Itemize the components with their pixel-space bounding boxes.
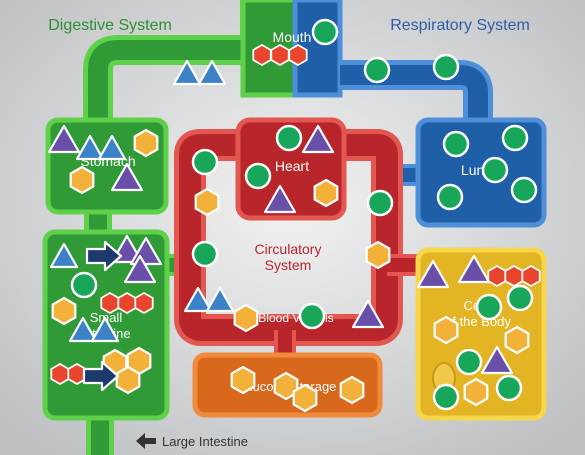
small-hexagon-icon xyxy=(521,265,541,287)
digestive-system-label: Digestive System xyxy=(48,17,172,34)
hexagon-icon xyxy=(194,187,220,217)
mouth-label: Mouth xyxy=(273,29,312,45)
oxygen-circle-icon xyxy=(455,348,483,376)
oxygen-circle-icon xyxy=(481,156,509,184)
oxygen-circle-icon xyxy=(298,302,326,330)
hexagon-icon xyxy=(292,383,318,413)
small-hexagon-icon xyxy=(50,363,70,385)
hexagon-icon xyxy=(115,365,141,395)
small-hexagon-icon xyxy=(487,265,507,287)
hexagon-icon xyxy=(463,377,489,407)
hexagon-icon xyxy=(504,325,530,355)
oxygen-circle-icon xyxy=(432,383,460,411)
hexagon-icon xyxy=(230,365,256,395)
respiratory-system-label: Respiratory System xyxy=(390,17,530,34)
oxygen-circle-icon xyxy=(501,124,529,152)
small-hexagon-icon xyxy=(288,44,308,66)
heart-label: Heart xyxy=(275,158,309,174)
oxygen-circle-icon xyxy=(363,56,391,84)
hexagon-icon xyxy=(365,240,391,270)
oxygen-circle-icon xyxy=(311,18,339,46)
circulatory-label-line1: Circulatory xyxy=(255,241,322,257)
small-hexagon-icon xyxy=(252,44,272,66)
hexagon-icon xyxy=(51,296,77,326)
hexagon-icon xyxy=(133,128,159,158)
small-intestine-label-line1: Small xyxy=(90,310,123,325)
hexagon-icon xyxy=(233,303,259,333)
large-intestine-arrow-icon xyxy=(136,433,156,449)
oxygen-circle-icon xyxy=(366,189,394,217)
oxygen-circle-icon xyxy=(244,162,272,190)
small-hexagon-icon xyxy=(117,292,137,314)
hexagon-icon xyxy=(339,375,365,405)
hexagon-icon xyxy=(313,178,339,208)
small-hexagon-icon xyxy=(504,265,524,287)
oxygen-circle-icon xyxy=(442,130,470,158)
oxygen-circle-icon xyxy=(506,284,534,312)
oxygen-circle-icon xyxy=(510,176,538,204)
circulatory-label-line2: System xyxy=(265,257,312,273)
oxygen-circle-icon xyxy=(495,374,523,402)
oxygen-circle-icon xyxy=(432,53,460,81)
oxygen-circle-icon xyxy=(436,183,464,211)
hexagon-icon xyxy=(69,165,95,195)
small-hexagon-icon xyxy=(270,44,290,66)
oxygen-circle-icon xyxy=(70,271,98,299)
small-hexagon-icon xyxy=(134,292,154,314)
large-intestine-label: Large Intestine xyxy=(162,434,248,449)
oxygen-circle-icon xyxy=(191,148,219,176)
oxygen-circle-icon xyxy=(191,240,219,268)
small-hexagon-icon xyxy=(100,292,120,314)
oxygen-circle-icon xyxy=(275,124,303,152)
oxygen-circle-icon xyxy=(475,293,503,321)
hexagon-icon xyxy=(433,315,459,345)
